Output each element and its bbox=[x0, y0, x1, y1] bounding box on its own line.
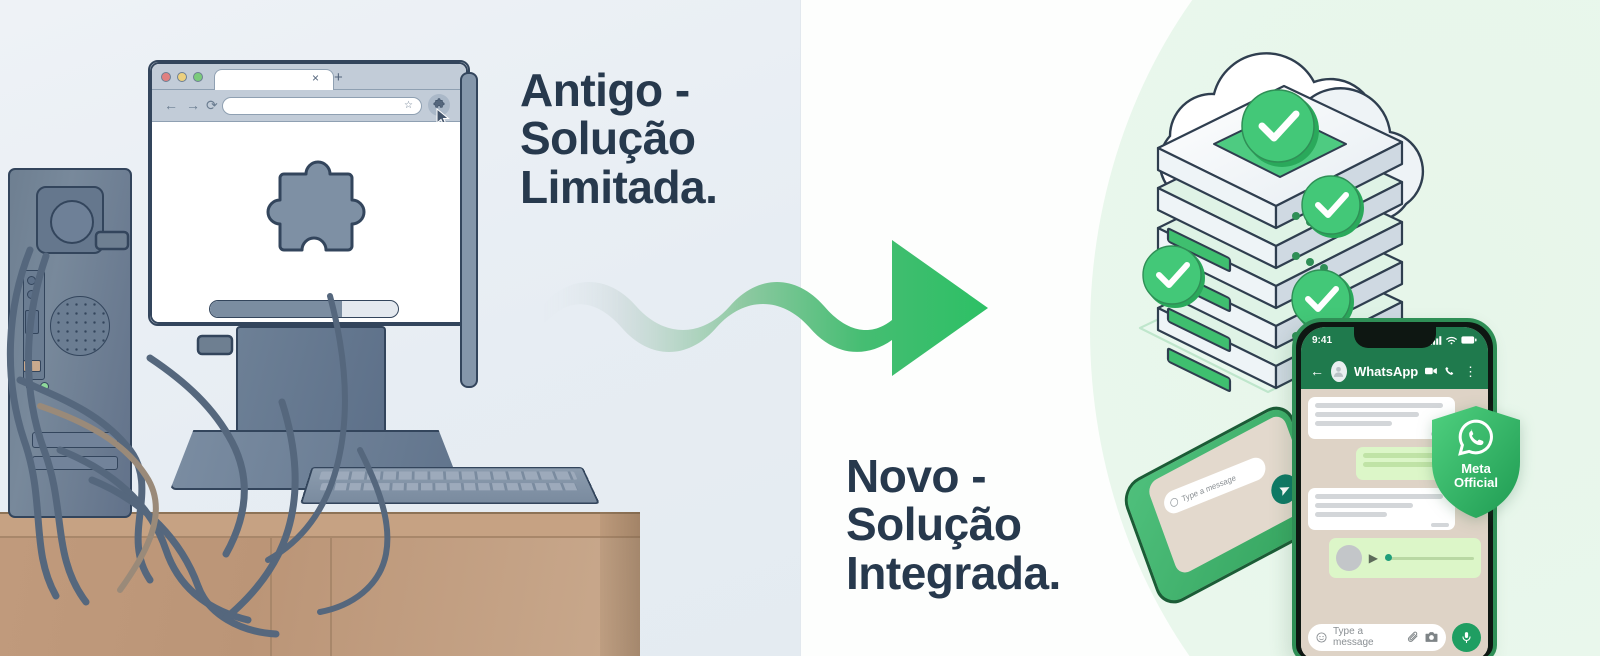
desk-seam bbox=[270, 536, 272, 656]
phone-screen: 9:41 bbox=[1301, 327, 1488, 656]
emoji-icon bbox=[1170, 497, 1178, 507]
tower-port bbox=[27, 276, 36, 285]
back-icon[interactable]: ← bbox=[1310, 363, 1324, 379]
status-time: 9:41 bbox=[1312, 334, 1333, 346]
bookmark-star-icon[interactable]: ☆ bbox=[404, 100, 413, 111]
voice-record-button[interactable] bbox=[1452, 622, 1481, 652]
voice-sender-avatar bbox=[1335, 545, 1362, 571]
emoji-icon[interactable] bbox=[1316, 631, 1327, 643]
check-badge bbox=[1142, 245, 1205, 308]
secondary-phone-mockup: Type a message bbox=[1118, 398, 1332, 612]
tower-audio-port bbox=[40, 382, 49, 391]
back-icon[interactable]: ← bbox=[164, 97, 178, 113]
reload-icon[interactable]: ⟳ bbox=[206, 97, 218, 113]
keyboard bbox=[300, 466, 600, 504]
cloud-server-stack bbox=[1138, 52, 1425, 394]
desk-seam bbox=[330, 536, 332, 656]
phone-call-icon[interactable] bbox=[1444, 364, 1455, 378]
chat-title: WhatsApp bbox=[1353, 363, 1419, 379]
secondary-message-placeholder: Type a message bbox=[1180, 472, 1237, 504]
new-tab-icon[interactable]: + bbox=[334, 69, 343, 86]
badge-text: Meta Official bbox=[1428, 461, 1524, 491]
heading-legacy: Antigo - Solução Limitada. bbox=[520, 64, 718, 213]
monitor-side-edge bbox=[460, 72, 478, 388]
tower-audio-port bbox=[26, 382, 35, 391]
voice-message-bubble[interactable]: ▶ bbox=[1328, 538, 1481, 578]
message-placeholder: Type a message bbox=[1333, 626, 1374, 648]
progress-fill bbox=[210, 301, 342, 317]
desk-front bbox=[0, 536, 640, 656]
tower-vga-port bbox=[25, 310, 39, 334]
phone-notch bbox=[1353, 327, 1436, 348]
whatsapp-phone-mockup: 9:41 bbox=[1292, 318, 1497, 656]
microphone-icon bbox=[1462, 631, 1471, 643]
message-composer: Type a message bbox=[1301, 615, 1488, 656]
window-minimize-button[interactable] bbox=[177, 72, 187, 82]
tower-fan-icon bbox=[36, 186, 104, 254]
forward-icon[interactable]: → bbox=[186, 97, 200, 113]
keyboard-key-row bbox=[318, 471, 578, 480]
tower-port bbox=[27, 290, 36, 299]
secondary-message-input[interactable]: Type a message bbox=[1161, 454, 1268, 517]
pc-tower bbox=[8, 168, 132, 518]
secondary-phone-screen: Type a message bbox=[1145, 412, 1316, 577]
check-badge bbox=[1291, 269, 1354, 332]
browser-tab[interactable] bbox=[214, 69, 334, 92]
tower-usb-port bbox=[23, 360, 41, 372]
browser-window[interactable]: × + ← → ⟳ ☆ ⋮ bbox=[150, 62, 468, 324]
keyboard-key-row bbox=[319, 483, 579, 491]
browser-titlebar: × + bbox=[152, 64, 466, 92]
play-icon[interactable]: ▶ bbox=[1368, 551, 1378, 565]
camera-icon[interactable] bbox=[1425, 631, 1438, 643]
badge-line-2: Official bbox=[1453, 475, 1499, 491]
loading-progress-bar bbox=[209, 300, 399, 318]
browser-viewport bbox=[152, 122, 466, 322]
tower-expansion-slot bbox=[32, 432, 118, 448]
puzzle-piece-icon bbox=[266, 160, 366, 252]
chat-bubble-incoming bbox=[1308, 488, 1456, 530]
monitor-neck bbox=[236, 326, 386, 446]
tab-close-icon[interactable]: × bbox=[312, 71, 320, 85]
whatsapp-chat-header: ← WhatsApp ⋮ bbox=[1301, 353, 1488, 389]
window-close-button[interactable] bbox=[161, 72, 171, 82]
desk-edge bbox=[600, 512, 640, 656]
panel-divider bbox=[800, 0, 801, 656]
paperclip-icon[interactable] bbox=[1407, 631, 1419, 643]
wifi-icon bbox=[1446, 336, 1457, 344]
video-call-icon[interactable] bbox=[1425, 365, 1438, 377]
wavy-transition-arrow bbox=[520, 228, 1000, 388]
heading-modern: Novo - Solução Integrada. bbox=[846, 450, 1061, 599]
chat-menu-icon[interactable]: ⋮ bbox=[1463, 363, 1477, 379]
extensions-puzzle-icon[interactable] bbox=[428, 94, 450, 116]
check-badge bbox=[1241, 89, 1319, 167]
voice-progress-slider[interactable] bbox=[1385, 554, 1474, 561]
message-input[interactable]: Type a message bbox=[1308, 623, 1446, 651]
chat-bubble-incoming bbox=[1308, 397, 1456, 439]
url-bar[interactable] bbox=[222, 97, 422, 115]
meta-official-badge: Meta Official bbox=[1428, 404, 1524, 520]
contact-avatar-icon[interactable] bbox=[1331, 360, 1347, 382]
tower-speaker-vent bbox=[50, 296, 110, 356]
send-icon[interactable] bbox=[1267, 469, 1302, 510]
check-badge bbox=[1301, 175, 1364, 238]
badge-line-1: Meta bbox=[1461, 461, 1491, 476]
window-maximize-button[interactable] bbox=[193, 72, 203, 82]
tower-expansion-slot bbox=[32, 456, 118, 470]
whatsapp-logo-icon bbox=[1458, 419, 1493, 456]
battery-icon bbox=[1461, 336, 1477, 344]
